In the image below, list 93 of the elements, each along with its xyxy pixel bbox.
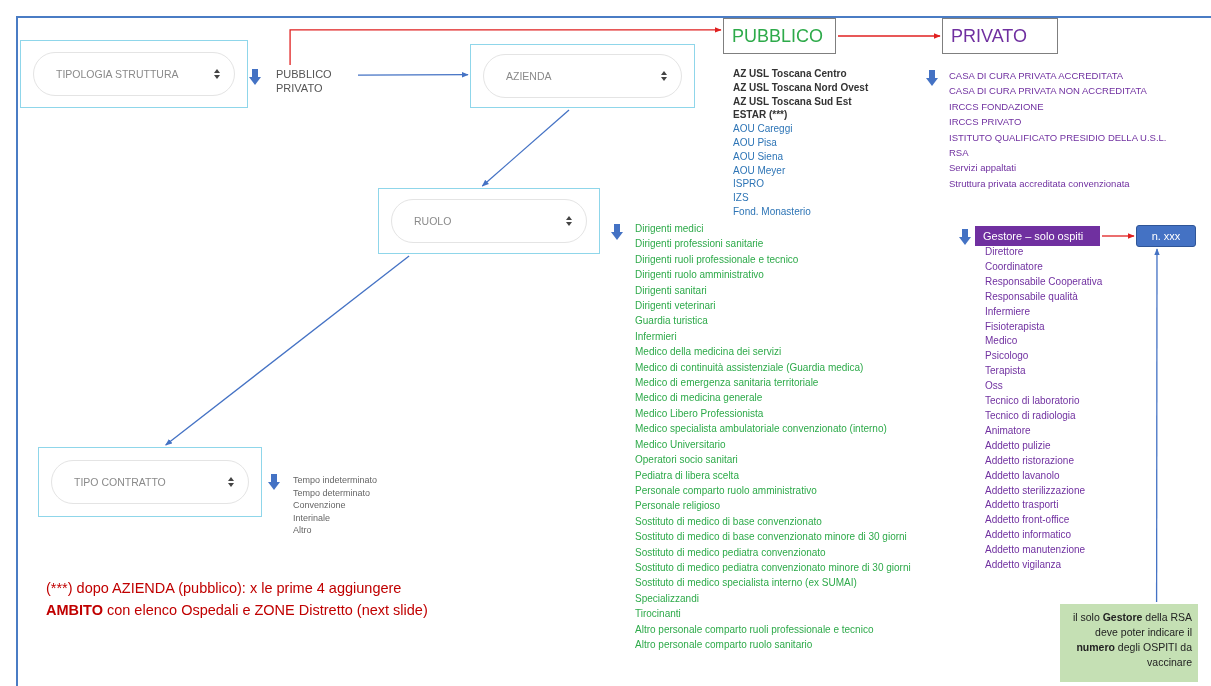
note-text: (***) dopo AZIENDA (pubblico): x le prime 4 aggiungere xyxy=(46,579,402,598)
list-item: Terapista xyxy=(985,364,1027,379)
list-item: Coordinatore xyxy=(985,259,1044,274)
list-item: Addetto sterilizzazione xyxy=(985,483,1087,498)
list-item: Medico Libero Professionista xyxy=(635,406,765,421)
list-item: Medico della medicina dei servizi xyxy=(635,345,783,360)
list-item: Tempo indeterminato xyxy=(293,474,378,487)
list-item: Dirigenti ruoli professionale e tecnico xyxy=(635,252,800,267)
list-item: Medico di emergenza sanitaria territoriale xyxy=(635,376,820,391)
arrow xyxy=(837,33,941,39)
list-item: Addetto manutenzione xyxy=(985,543,1087,558)
list-item: Interinale xyxy=(293,511,332,524)
list-item: CASA DI CURA PRIVATA NON ACCREDITATA xyxy=(949,84,1148,99)
list-item: AZ USL Toscana Centro xyxy=(733,67,848,81)
list-item: IRCCS PRIVATO xyxy=(949,115,1023,130)
count-badge: n. xxx xyxy=(1136,225,1196,247)
list-item: Fond. Monasterio xyxy=(733,204,812,219)
list-item: Medico xyxy=(985,334,1019,349)
select-frame xyxy=(38,447,262,517)
list-item: Altro personale comparto ruoli professionale e tecnico xyxy=(635,622,875,637)
arrow xyxy=(357,71,469,78)
list-item: IRCCS FONDAZIONE xyxy=(949,99,1045,114)
list-item: AZ USL Toscana Sud Est xyxy=(733,94,853,109)
list-item: Sostituto di medico pediatra convenzionato minore di 30 giorni xyxy=(635,560,911,575)
list-item: Psicologo xyxy=(985,349,1030,364)
list-item: AOU Siena xyxy=(733,149,785,164)
list-item: Convenzione xyxy=(293,499,347,512)
list-item: AOU Pisa xyxy=(733,136,778,150)
list-item: ESTAR (***) xyxy=(733,108,789,123)
list-item: Personale religioso xyxy=(635,499,722,514)
list-item: AOU Meyer xyxy=(733,163,787,178)
list-item: Dirigenti professioni sanitarie xyxy=(635,237,765,252)
list-item: Operatori socio sanitari xyxy=(635,453,739,468)
list-item: Addetto trasporti xyxy=(985,498,1060,513)
list-item: Dirigenti veterinari xyxy=(635,299,717,314)
list-item: Sostituto di medico pediatra convenzionato xyxy=(635,545,827,560)
list-item: Addetto vigilanza xyxy=(985,558,1063,573)
list-item: ISTITUTO QUALIFICATO PRESIDIO DELLA U.S.L. xyxy=(949,130,1167,145)
list-item: Medico di medicina generale xyxy=(635,391,764,406)
list-item: Sostituto di medico di base convenzionato xyxy=(635,514,823,529)
list-item: Responsabile Cooperativa xyxy=(985,274,1103,289)
list-item: Struttura privata accreditata convenzionata xyxy=(949,176,1131,191)
list-item: Personale comparto ruolo amministrativo xyxy=(635,483,818,498)
arrow xyxy=(1154,248,1160,603)
list-item: Tempo determinato xyxy=(293,486,372,499)
select-frame xyxy=(378,188,600,254)
list-item: ISPRO xyxy=(733,177,766,192)
select-frame xyxy=(20,40,248,108)
list-item: Responsabile qualità xyxy=(985,289,1079,304)
role-tag: Gestore – solo ospiti xyxy=(975,226,1100,246)
list-item: Addetto lavanolo xyxy=(985,468,1061,483)
list-item: Dirigenti sanitari xyxy=(635,283,708,298)
list-item: Altro xyxy=(293,524,313,537)
list-item: RSA xyxy=(949,146,970,161)
list-item: IZS xyxy=(733,191,750,205)
arrow xyxy=(289,27,722,66)
list-item: Tecnico di radiologia xyxy=(985,408,1077,423)
list-item: Animatore xyxy=(985,423,1032,438)
list-item: Sostituto di medico di base convenzionato minore di 30 giorni xyxy=(635,530,908,545)
list-item: Tecnico di laboratorio xyxy=(985,394,1081,409)
list-item: Servizi appaltati xyxy=(949,161,1018,176)
list-item: Pediatra di libera scelta xyxy=(635,468,740,483)
list-item: AOU Careggi xyxy=(733,122,794,136)
title-box: PUBBLICO xyxy=(723,18,836,54)
list-item: Direttore xyxy=(985,245,1025,259)
list-item: Specializzandi xyxy=(635,591,700,606)
list-item: Addetto informatico xyxy=(985,528,1073,543)
list-item: Fisioterapista xyxy=(985,319,1046,334)
list-item: Infermiere xyxy=(985,304,1031,319)
title-box: PRIVATO xyxy=(942,18,1058,54)
arrow xyxy=(481,109,570,187)
list-item: Altro personale comparto ruolo sanitario xyxy=(635,637,814,652)
list-item: Addetto front-office xyxy=(985,513,1071,528)
list-item: CASA DI CURA PRIVATA ACCREDITATA xyxy=(949,69,1125,83)
list-item: Dirigenti ruolo amministrativo xyxy=(635,268,765,283)
list-item: Addetto ristorazione xyxy=(985,453,1075,468)
list-item: Medico di continuità assistenziale (Guardia medica) xyxy=(635,360,865,375)
arrow xyxy=(1101,233,1135,239)
list-item: Infermieri xyxy=(635,329,678,344)
note-box: il solo Gestore della RSA deve poter indicare il numero degli OSPITI da vaccinare xyxy=(1060,604,1198,682)
list-item: Guardia turistica xyxy=(635,314,709,329)
option-text: PUBBLICO PRIVATO xyxy=(276,67,340,97)
list-item: Medico specialista ambulatoriale convenzionato (interno) xyxy=(635,422,888,437)
select-frame xyxy=(470,44,695,108)
list-item: Addetto pulizie xyxy=(985,438,1052,453)
list-item: AZ USL Toscana Nord Ovest xyxy=(733,80,869,95)
list-item: Oss xyxy=(985,379,1004,394)
list-item: Tirocinanti xyxy=(635,607,682,622)
list-item: Medico Universitario xyxy=(635,437,727,452)
note-text: AMBITO con elenco Ospedali e ZONE Distretto (next slide) xyxy=(46,601,428,620)
list-item: Sostituto di medico specialista interno (ex SUMAI) xyxy=(635,576,858,591)
arrow xyxy=(165,255,410,446)
list-item: Dirigenti medici xyxy=(635,222,705,236)
